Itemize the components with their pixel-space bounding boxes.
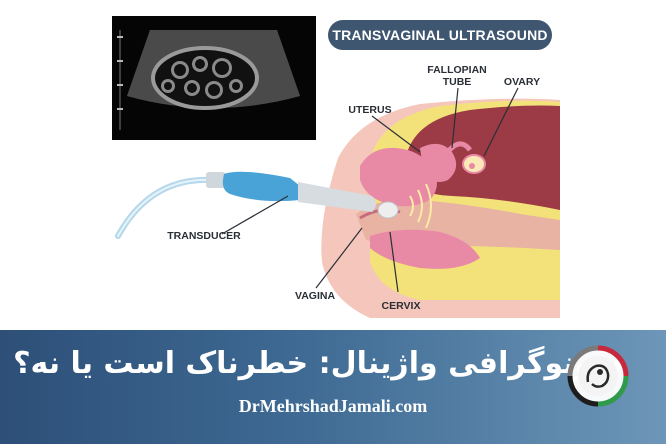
label-ovary: OVARY <box>503 76 541 88</box>
label-transducer: TRANSDUCER <box>167 230 241 242</box>
label-fallopian-tube-line2: TUBE <box>442 76 472 88</box>
transducer-probe <box>115 171 399 239</box>
website-link[interactable]: DrMehrshadJamali.com <box>238 396 428 416</box>
banner-title: سونوگرافی واژینال: خطرناک است یا نه؟ <box>13 346 623 381</box>
ultrasound-illustration <box>112 16 560 319</box>
fetus-circle-logo-icon <box>567 345 629 407</box>
pelvic-anatomy <box>321 98 560 319</box>
label-fallopian-tube-line1: FALLOPIAN <box>427 64 487 76</box>
label-vagina: VAGINA <box>294 290 336 302</box>
diagram-title-badge: TRANSVAGINAL ULTRASOUND <box>328 20 552 50</box>
sound-waves <box>409 183 432 229</box>
label-cervix: CERVIX <box>381 300 421 312</box>
label-uterus: UTERUS <box>348 104 392 116</box>
label-leaders <box>221 87 519 293</box>
diagram-title: TRANSVAGINAL ULTRASOUND <box>332 27 548 43</box>
bottom-banner <box>0 330 666 444</box>
label-fallopian-tube: FALLOPIAN TUBE <box>420 64 494 88</box>
ultrasound-scan-image <box>112 16 316 140</box>
